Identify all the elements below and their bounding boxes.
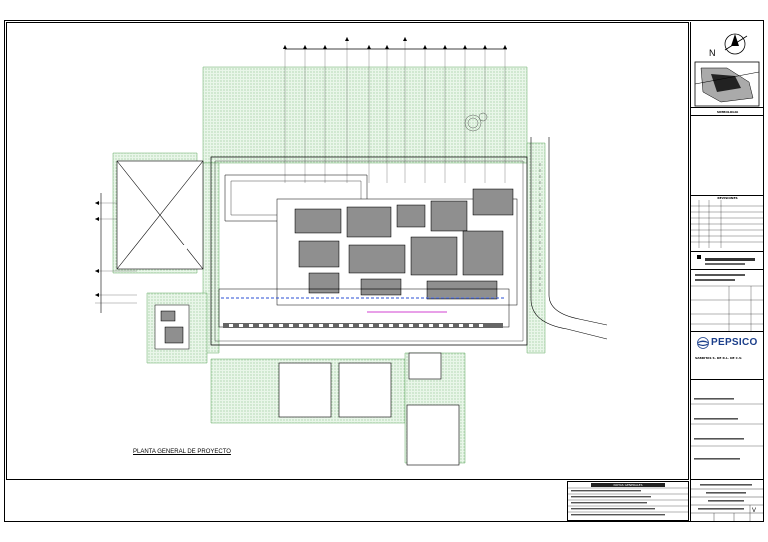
key-map-label: SIMBOLOGIA xyxy=(691,108,764,116)
north-and-keymap-cell: N xyxy=(691,22,764,108)
access-road xyxy=(530,137,608,340)
empty-cell xyxy=(691,116,764,196)
sheet-id-grid: V xyxy=(690,484,763,521)
svg-text:N: N xyxy=(709,48,716,58)
svg-text:V: V xyxy=(752,508,756,514)
annex-building xyxy=(154,304,190,350)
company-name: SABRITAS S. DE R.L. DE C.V. xyxy=(695,356,743,360)
revisions-table: REVISIONES xyxy=(691,196,764,252)
tree-symbol xyxy=(464,112,488,132)
signature-cell xyxy=(691,252,764,270)
grid-axis-markers xyxy=(95,37,507,297)
sheet-id-block: V xyxy=(690,481,763,521)
north-arrow-icon: N xyxy=(694,33,760,107)
production-plant xyxy=(276,188,518,306)
grid-axes xyxy=(95,37,507,313)
signature-logo xyxy=(697,255,755,265)
loading-dock xyxy=(218,288,510,328)
responsibles-cell xyxy=(691,380,764,480)
revisions-grid xyxy=(691,200,764,248)
pepsico-logo: PEPSICO xyxy=(697,336,761,350)
lower-lots xyxy=(278,352,460,466)
pepsico-wordmark: PEPSICO xyxy=(711,337,758,348)
notes-header: NOTAS GENERALES xyxy=(591,483,665,487)
plan-title: PLANTA GENERAL DE PROYECTO xyxy=(133,449,231,455)
revisions-label: REVISIONES xyxy=(717,196,738,200)
title-block: N SIMBOLOGIA REVISIONES xyxy=(690,22,764,521)
notes-lines xyxy=(568,487,688,516)
warehouse-building xyxy=(116,160,204,270)
project-data-cell xyxy=(691,270,764,332)
drawing-sheet-border xyxy=(4,20,764,522)
site-plan xyxy=(95,37,608,466)
pepsi-globe-icon xyxy=(697,337,709,349)
general-notes-box: NOTAS GENERALES xyxy=(567,481,689,521)
drawing-area: PLANTA GENERAL DE PROYECTO xyxy=(6,22,689,480)
responsibles-lines xyxy=(691,398,764,460)
client-cell: PEPSICO SABRITAS S. DE R.L. DE C.V. xyxy=(691,332,764,380)
project-data-grid xyxy=(691,274,764,332)
